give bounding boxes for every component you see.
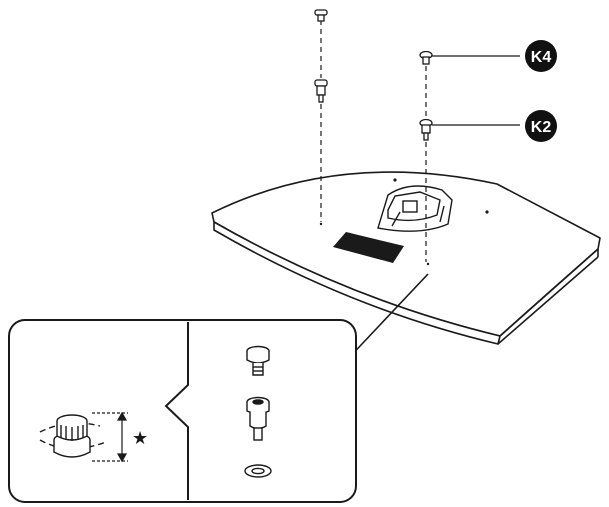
tv-back-panel [211, 171, 601, 345]
alignment-guides [320, 20, 427, 262]
callout-k2-label: K2 [531, 119, 552, 136]
washer-icon [244, 464, 272, 478]
callout-k4-label: K4 [531, 49, 552, 66]
stand-mount [377, 185, 453, 232]
thumb-screw-icon [53, 414, 91, 458]
height-dimension-icon [92, 411, 128, 463]
height-marker: ★ [132, 428, 148, 449]
screw-icon [419, 50, 433, 65]
screw-icon [246, 345, 270, 376]
screw-icon [314, 9, 328, 22]
spacer-icon [246, 396, 270, 441]
detail-leader [344, 273, 429, 363]
callout-leaders [432, 55, 520, 126]
callout-k4: K4 [525, 40, 557, 72]
callout-k2: K2 [525, 110, 557, 142]
detail-inset [8, 319, 357, 503]
spacer-icon [314, 79, 328, 103]
stand-base-plate [333, 232, 404, 263]
mount-holes [319, 178, 489, 266]
spacer-icon [419, 118, 433, 141]
